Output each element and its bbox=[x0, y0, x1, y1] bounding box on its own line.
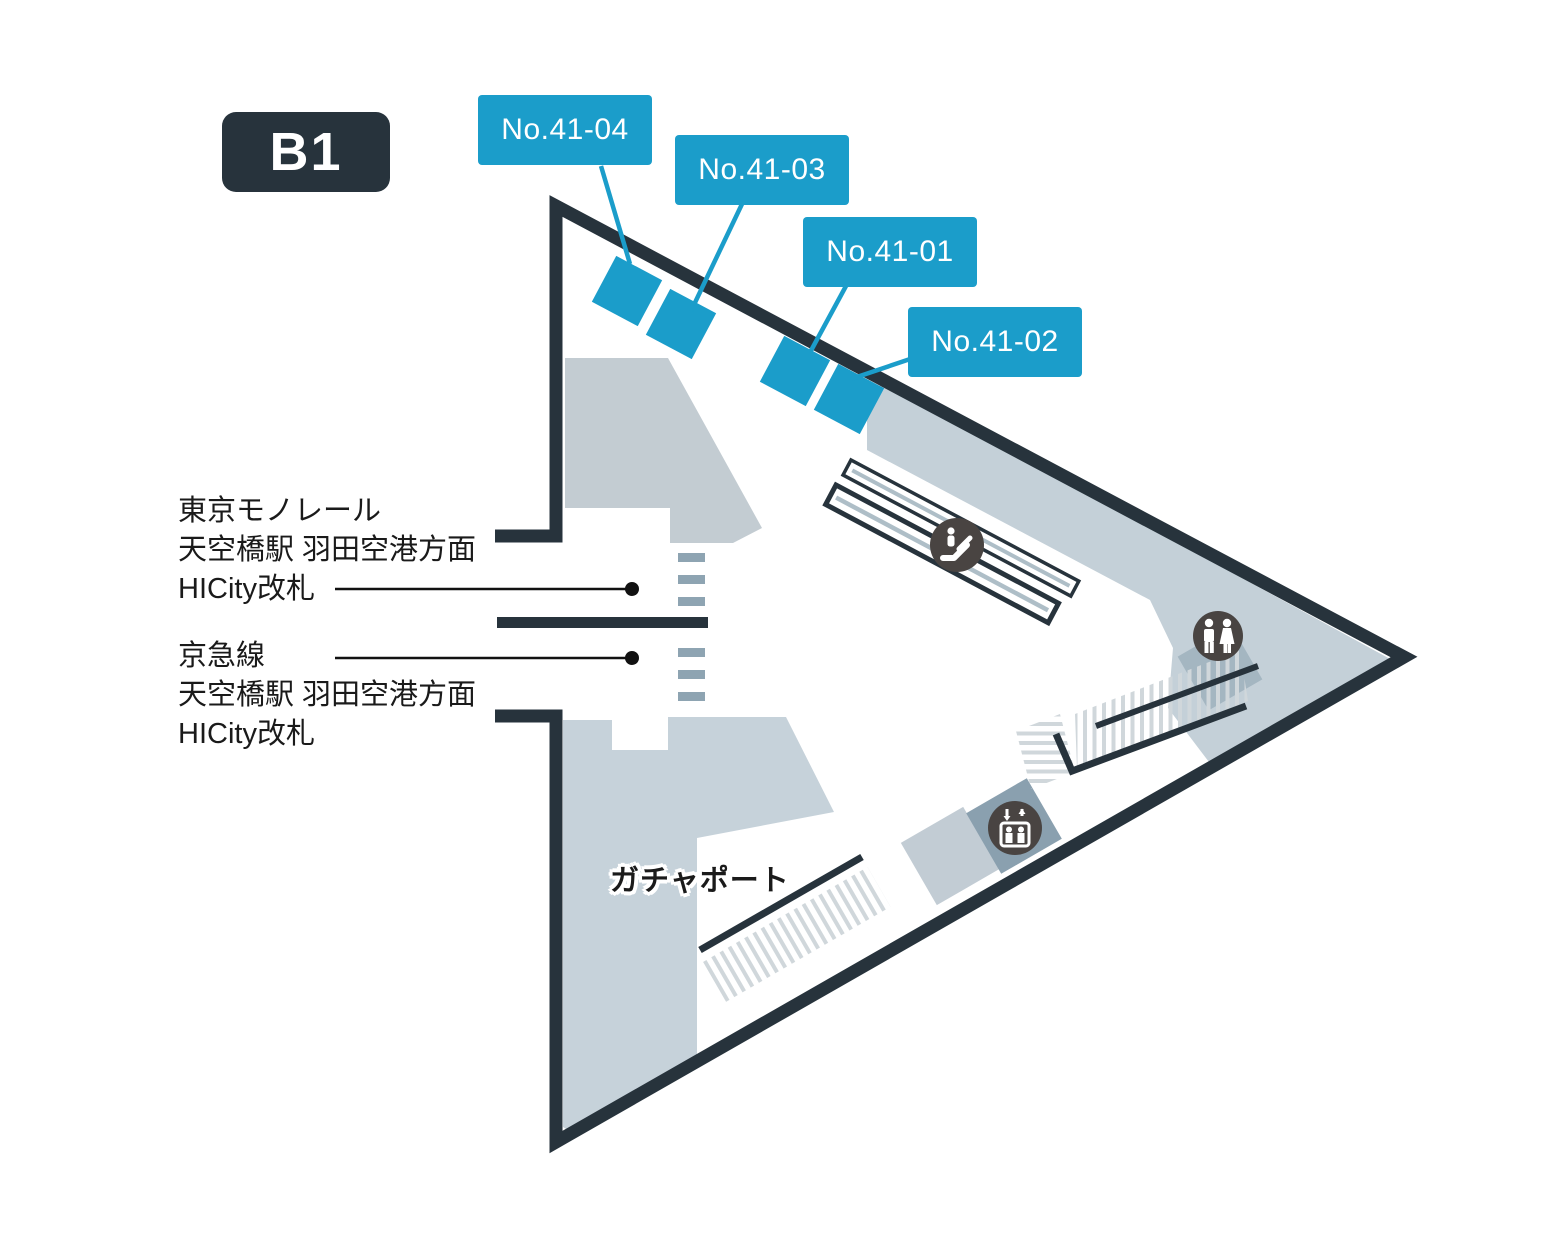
floor-badge: B1 bbox=[222, 112, 390, 192]
stairs-wall-line-left bbox=[698, 853, 864, 954]
ad-spot-41-02 bbox=[813, 363, 885, 435]
stairs-wall-line-right bbox=[1052, 702, 1248, 776]
gate-divider-wall bbox=[497, 617, 708, 628]
gate-annotation-line: 京急線 bbox=[178, 640, 266, 672]
gate-annotation-line: 天空橋駅 羽田空港方面 bbox=[178, 534, 477, 566]
gate-annotation-line: 天空橋駅 羽田空港方面 bbox=[178, 679, 477, 711]
gate-unit bbox=[678, 692, 705, 701]
ad-locations bbox=[591, 255, 885, 435]
outer-wall bbox=[495, 195, 1418, 1154]
gate-leader-lines bbox=[335, 582, 639, 665]
location-label-41-02: No.41-02 bbox=[908, 307, 1082, 377]
ad-spot-41-04 bbox=[591, 255, 663, 327]
gate-annotation-monorail: 東京モノレール 天空橋駅 羽田空港方面 HICity改札 bbox=[178, 492, 476, 609]
gate-unit bbox=[678, 597, 705, 606]
gate-unit bbox=[678, 553, 705, 562]
stairs-right bbox=[1075, 650, 1248, 769]
gate-annotation-line: HICity改札 bbox=[178, 718, 315, 750]
floor-area-top-corridor bbox=[867, 383, 1392, 766]
escalator-icon bbox=[930, 518, 984, 572]
gacha-port-label: ガチャポート bbox=[610, 865, 790, 897]
stairs-lower-left bbox=[703, 867, 891, 1002]
gate-unit bbox=[678, 670, 705, 679]
ad-spot-41-01 bbox=[759, 335, 831, 407]
ad-spot-41-03 bbox=[645, 288, 717, 360]
elevator-icon bbox=[988, 801, 1042, 855]
gate-annotation-line: HICity改札 bbox=[178, 573, 315, 605]
location-label-41-01: No.41-01 bbox=[803, 217, 977, 287]
gate-unit bbox=[678, 648, 705, 657]
location-label-41-04: No.41-04 bbox=[478, 95, 652, 165]
gate-annotation-keikyu: 京急線 天空橋駅 羽田空港方面 HICity改札 bbox=[178, 637, 476, 754]
restroom-icon bbox=[1193, 611, 1243, 661]
elevator-landing bbox=[900, 806, 1000, 906]
ticket-gates bbox=[678, 553, 705, 701]
restroom-wall-line bbox=[1094, 663, 1260, 729]
stairs-right-upper bbox=[1016, 714, 1075, 789]
floor-area-upper-left bbox=[565, 358, 762, 543]
location-label-41-03: No.41-03 bbox=[675, 135, 849, 205]
gate-annotation-line: 東京モノレール bbox=[178, 495, 382, 527]
floor-area-lower-left bbox=[563, 717, 834, 1135]
gate-unit bbox=[678, 575, 705, 584]
